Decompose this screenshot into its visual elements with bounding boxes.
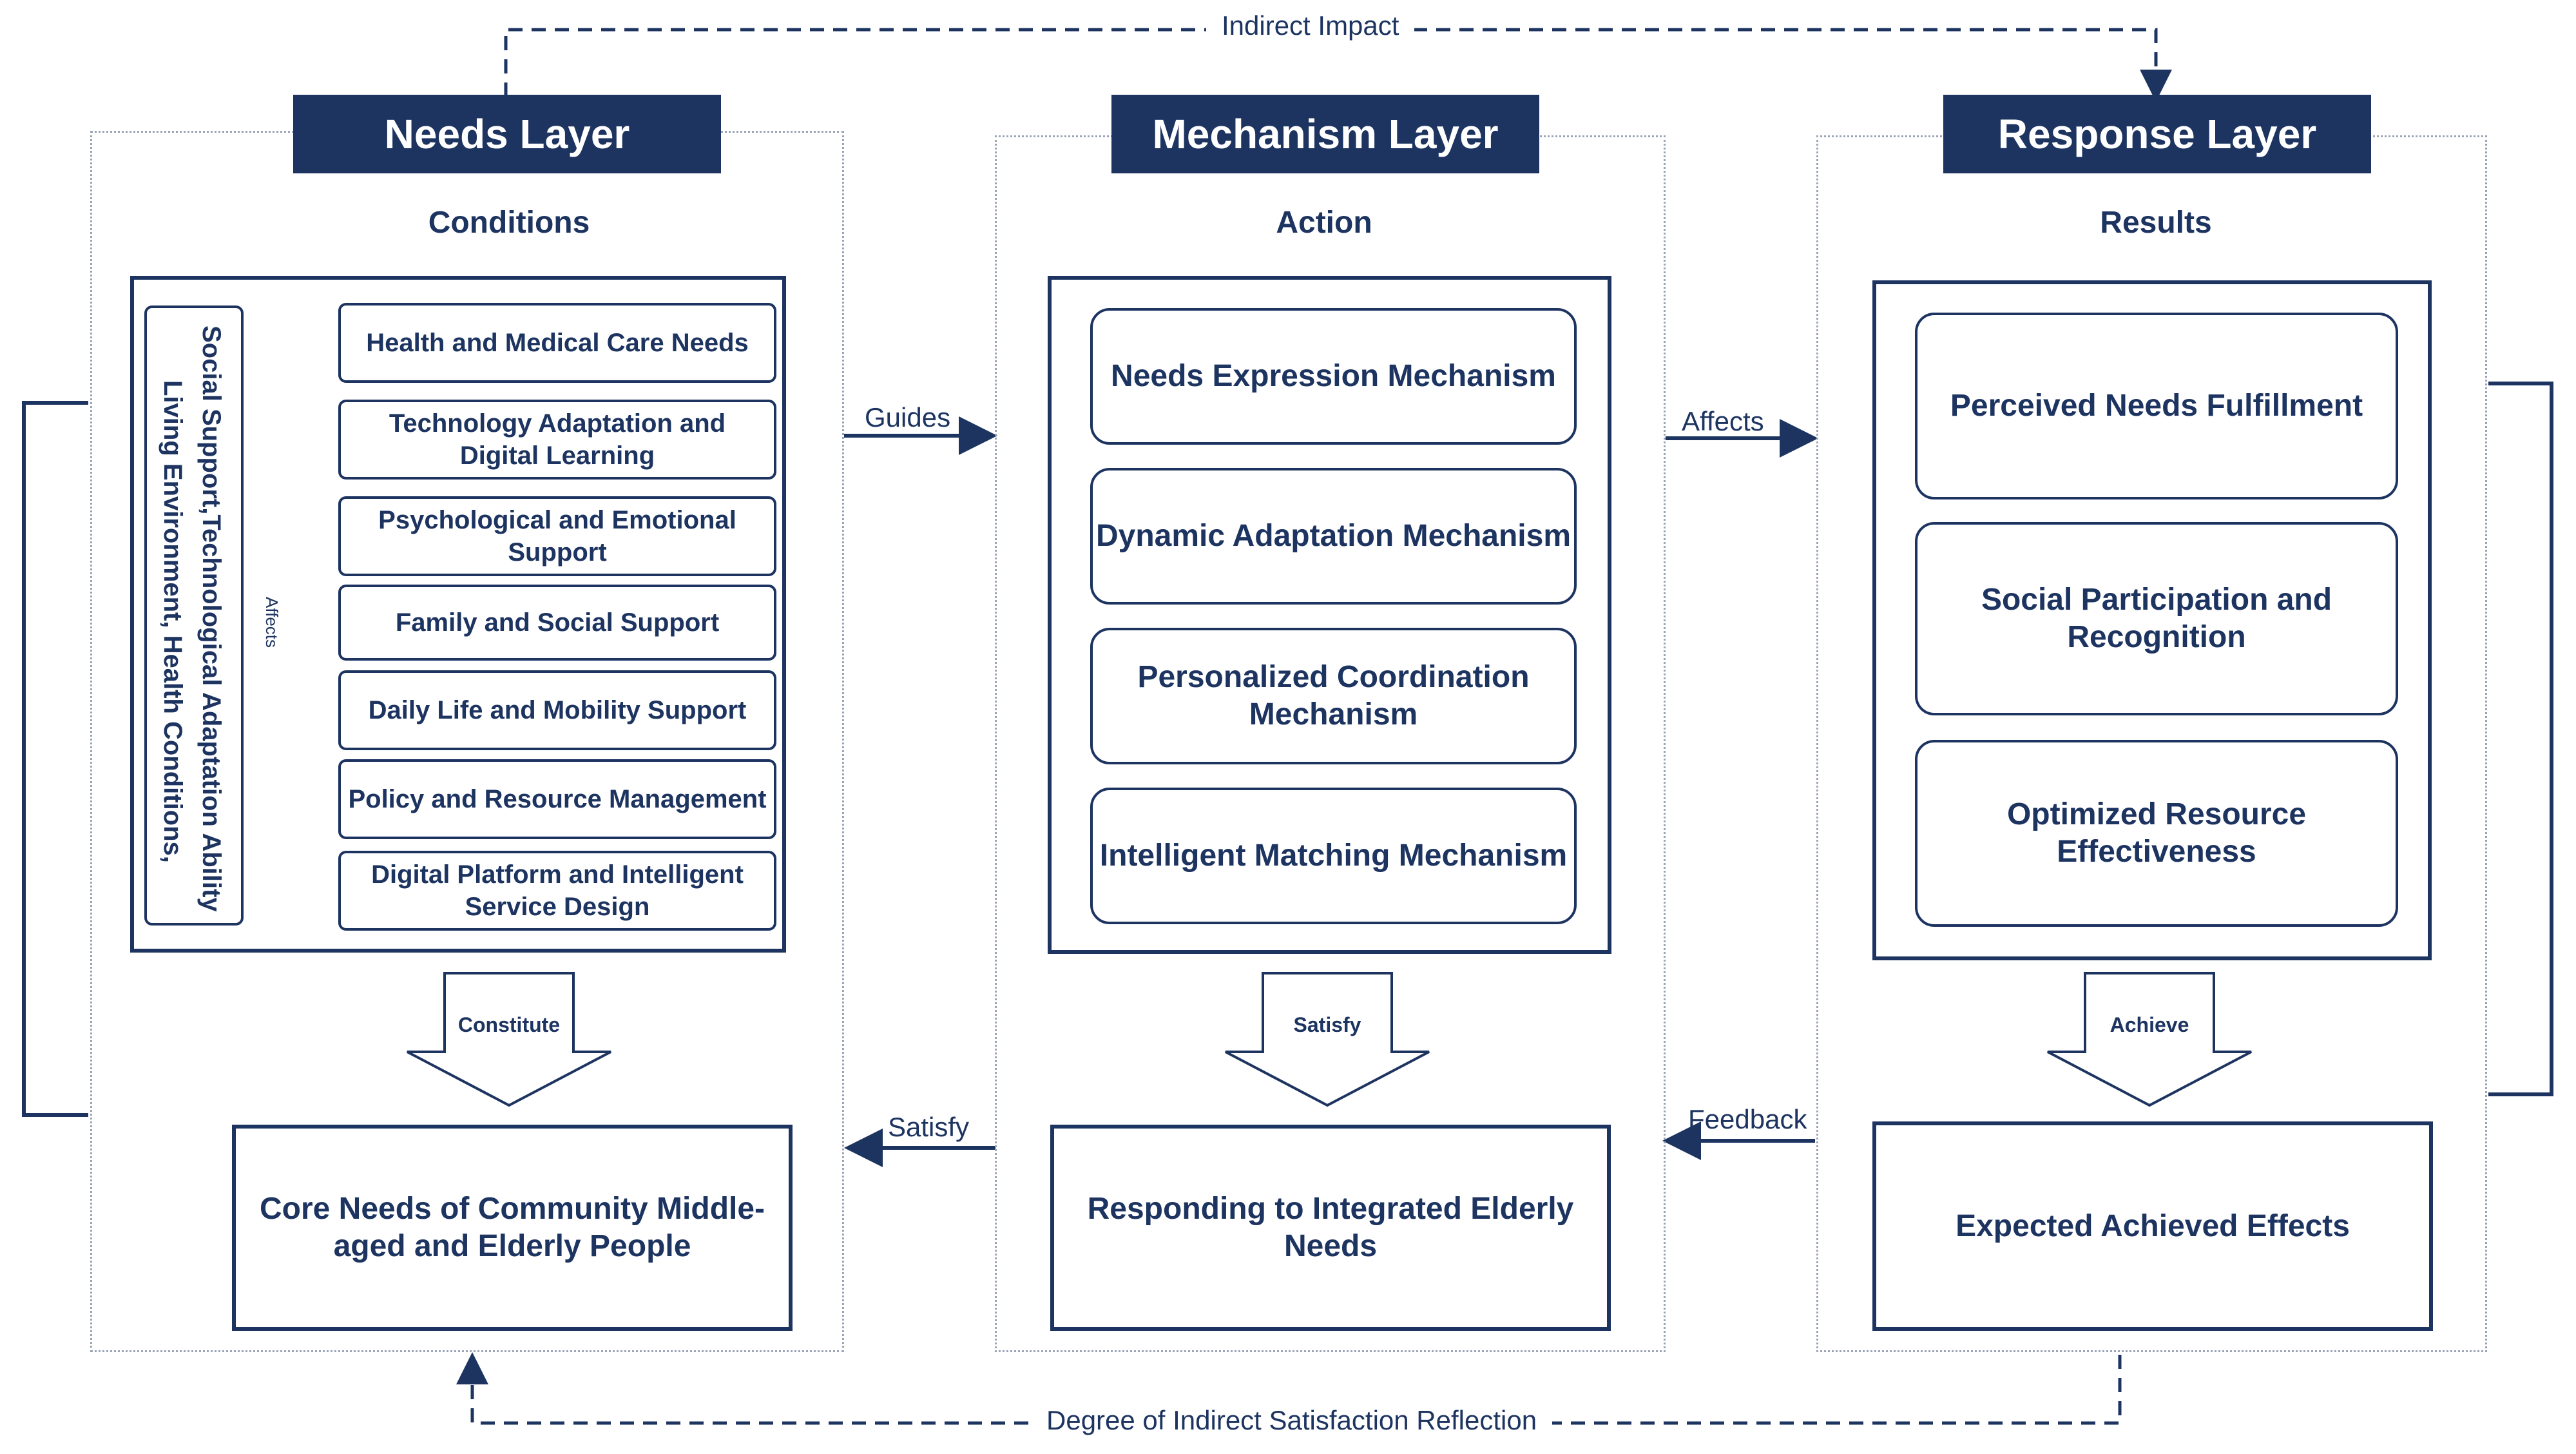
- affects-label: Affects: [1682, 406, 1764, 436]
- right-bracket: [2488, 382, 2553, 1096]
- mechanism-subtitle: Action: [1276, 206, 1372, 240]
- mechanism-layer-header: Mechanism Layer: [1111, 95, 1539, 173]
- mechanism-item-personalized-coordination: Personalized Coordination Mechanism: [1090, 628, 1577, 764]
- needs-item-daily-life: Daily Life and Mobility Support: [338, 670, 776, 750]
- constitute-label: Constitute: [457, 1013, 561, 1036]
- needs-item-policy: Policy and Resource Management: [338, 759, 776, 839]
- response-item-perceived-needs: Perceived Needs Fulfillment: [1915, 313, 2398, 499]
- needs-layer-header: Needs Layer: [293, 95, 721, 173]
- needs-item-psychological: Psychological and Emotional Support: [338, 496, 776, 576]
- mechanism-item-needs-expression: Needs Expression Mechanism: [1090, 308, 1577, 445]
- mechanism-item-intelligent-matching: Intelligent Matching Mechanism: [1090, 788, 1577, 924]
- needs-item-digital-platform: Digital Platform and Intelligent Service…: [338, 851, 776, 931]
- affects-small-label: Affects: [262, 597, 282, 648]
- degree-reflection-label: Degree of Indirect Satisfaction Reflecti…: [1031, 1405, 1553, 1436]
- needs-item-technology: Technology Adaptation and Digital Learni…: [338, 400, 776, 480]
- guides-label: Guides: [865, 402, 951, 432]
- satisfy-down-label: Satisfy: [1293, 1013, 1361, 1036]
- indirect-impact-label: Indirect Impact: [1206, 10, 1415, 41]
- needs-item-family: Family and Social Support: [338, 585, 776, 661]
- response-item-optimized-resource: Optimized Resource Effectiveness: [1915, 740, 2398, 927]
- needs-item-health: Health and Medical Care Needs: [338, 303, 776, 383]
- satisfy-label: Satisfy: [888, 1112, 970, 1142]
- response-subtitle: Results: [2100, 206, 2212, 240]
- satisfy-down-arrow-shape: [1225, 972, 1430, 1107]
- needs-subtitle: Conditions: [428, 206, 590, 240]
- constitute-arrow-shape: [407, 972, 611, 1107]
- response-output-box: Expected Achieved Effects: [1872, 1121, 2433, 1331]
- mechanism-item-dynamic-adaptation: Dynamic Adaptation Mechanism: [1090, 468, 1577, 605]
- mechanism-output-box: Responding to Integrated Elderly Needs: [1050, 1125, 1611, 1331]
- needs-output-box: Core Needs of Community Middle-aged and …: [232, 1125, 793, 1331]
- response-item-social-participation: Social Participation and Recognition: [1915, 522, 2398, 715]
- feedback-label: Feedback: [1688, 1104, 1807, 1134]
- needs-side-label-box: [144, 305, 244, 926]
- needs-side-label-line1: Social Support,Technological Adaptation …: [197, 325, 226, 912]
- left-bracket: [22, 401, 88, 1117]
- needs-side-label-line2: Living Environment, Health Conditions,: [159, 380, 187, 863]
- achieve-label: Achieve: [2110, 1013, 2189, 1036]
- response-layer-header: Response Layer: [1943, 95, 2371, 173]
- achieve-arrow-shape: [2047, 972, 2252, 1107]
